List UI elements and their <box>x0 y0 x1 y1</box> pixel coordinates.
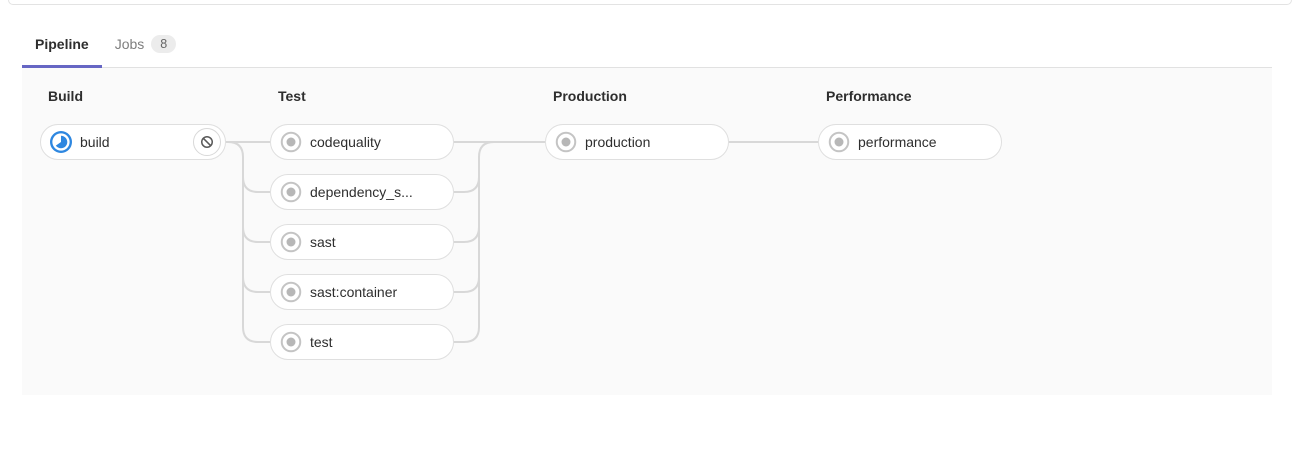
job-pill-performance[interactable]: performance <box>818 124 1002 160</box>
pipeline-tabs: Pipeline Jobs 8 <box>22 5 1272 68</box>
created-status-icon <box>280 331 302 353</box>
job-pill-sast[interactable]: sast <box>270 224 454 260</box>
stage-connector-lines <box>226 141 818 343</box>
created-status-icon <box>555 131 577 153</box>
stage-header-test: Test <box>278 88 306 104</box>
created-status-icon <box>280 281 302 303</box>
job-label: codequality <box>310 134 381 150</box>
job-pill-production[interactable]: production <box>545 124 729 160</box>
job-label: sast <box>310 234 336 250</box>
job-pill-sast-container[interactable]: sast:container <box>270 274 454 310</box>
job-label: test <box>310 334 333 350</box>
tab-pipeline-label: Pipeline <box>35 36 89 52</box>
job-label: sast:container <box>310 284 398 300</box>
running-status-icon <box>50 131 72 153</box>
created-status-icon <box>280 181 302 203</box>
job-label: dependency_s... <box>310 184 413 200</box>
job-label: performance <box>858 134 937 150</box>
stage-header-performance: Performance <box>826 88 912 104</box>
job-label: production <box>585 134 651 150</box>
job-pill-dependency-s-[interactable]: dependency_s... <box>270 174 454 210</box>
tab-jobs-label: Jobs <box>114 36 145 52</box>
cancel-job-button[interactable] <box>193 128 221 156</box>
pipeline-page: Pipeline Jobs 8 Build build Test codequa… <box>22 5 1272 395</box>
created-status-icon <box>280 131 302 153</box>
job-label: build <box>80 134 110 150</box>
jobs-count-badge: 8 <box>151 35 177 53</box>
pipeline-graph: Build build Test codequality dependency_… <box>22 68 1272 395</box>
job-pill-test[interactable]: test <box>270 324 454 360</box>
stage-header-production: Production <box>553 88 627 104</box>
tab-jobs[interactable]: Jobs 8 <box>102 5 190 67</box>
tab-pipeline[interactable]: Pipeline <box>22 5 102 68</box>
job-pill-codequality[interactable]: codequality <box>270 124 454 160</box>
job-pill-build[interactable]: build <box>40 124 226 160</box>
cancel-icon <box>201 136 213 148</box>
created-status-icon <box>828 131 850 153</box>
stage-header-build: Build <box>48 88 83 104</box>
created-status-icon <box>280 231 302 253</box>
